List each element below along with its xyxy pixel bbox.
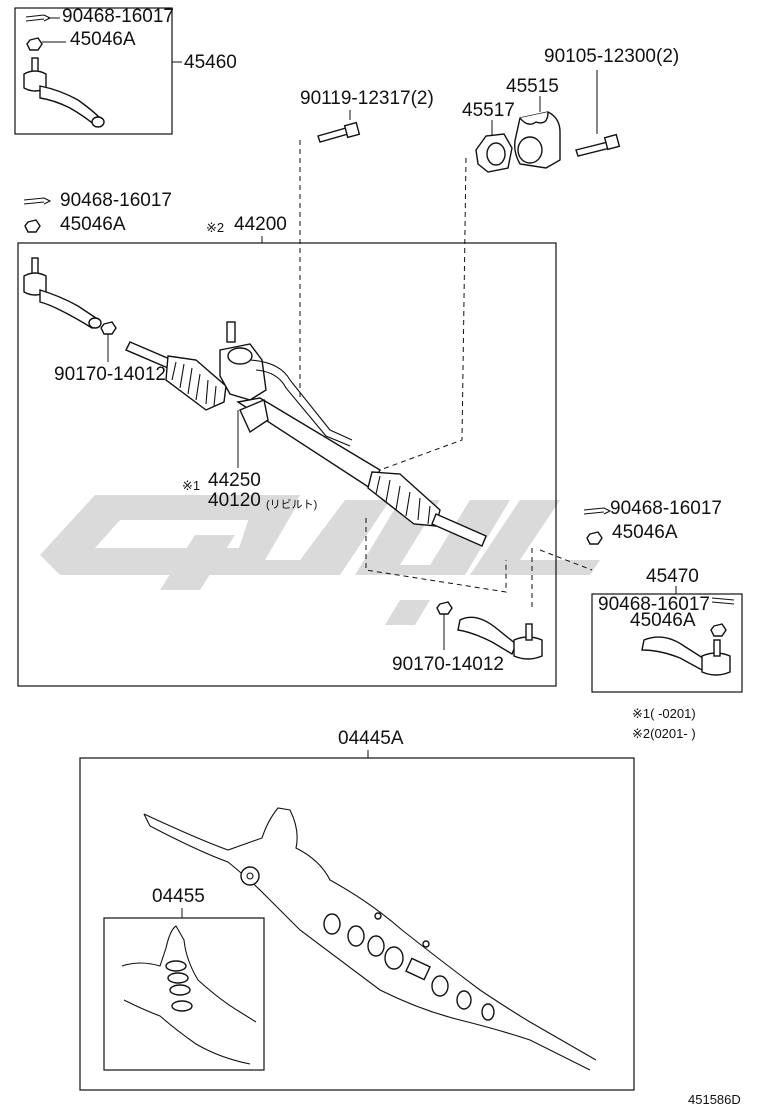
lock-nut-icon: [100, 321, 117, 335]
bolt-icon: [575, 133, 621, 157]
tie-rod-end-icon: [457, 616, 543, 660]
label-45460: 45460: [184, 52, 237, 73]
label-45515: 45515: [506, 76, 559, 97]
label-90105: 90105-12300(2): [544, 46, 679, 67]
note2-text: ※2(0201- ): [632, 726, 696, 741]
note1-text: ※1( -0201): [632, 706, 696, 721]
box-04445a: [79, 757, 635, 1091]
label-40120-suffix: (リビルト): [266, 498, 317, 511]
steering-rack-icon: [125, 321, 487, 547]
label-90468-box: 90468-16017: [598, 594, 710, 615]
note2-mark: ※2: [206, 220, 224, 235]
bracket-icon: [513, 111, 561, 169]
label-44200: 44200: [234, 214, 287, 235]
note1-mark: ※1: [182, 478, 200, 493]
label-90170-left: 90170-14012: [54, 364, 166, 385]
cotter-pin-icon: [23, 197, 52, 205]
grommet-icon: [475, 133, 513, 173]
box-45470: [591, 593, 743, 693]
nut-icon: [586, 531, 603, 545]
label-45046a-top: 45046A: [70, 29, 136, 50]
figure-id: 451586D: [688, 1092, 741, 1107]
label-04445a: 04445A: [338, 728, 404, 749]
nut-icon: [710, 623, 727, 637]
label-45470: 45470: [646, 566, 699, 587]
cotter-pin-icon: [25, 14, 52, 22]
label-90468-left: 90468-16017: [60, 190, 172, 211]
tie-rod-end-icon: [23, 57, 105, 128]
box-44200: [17, 242, 557, 687]
box-45460: [14, 7, 173, 135]
label-40120: 40120: [208, 490, 261, 511]
cotter-pin-icon: [711, 597, 735, 605]
label-90119: 90119-12317(2): [300, 88, 434, 109]
cotter-pin-icon: [583, 507, 612, 515]
label-90170-right: 90170-14012: [392, 654, 504, 675]
seal-kit-icon: [121, 925, 257, 1065]
label-90468-right: 90468-16017: [610, 498, 722, 519]
label-45517: 45517: [462, 100, 515, 121]
rack-housing-kit-icon: [143, 807, 597, 1071]
nut-icon: [26, 37, 43, 51]
nut-icon: [24, 219, 41, 233]
label-45046a-right: 45046A: [612, 522, 678, 543]
lock-nut-icon: [436, 601, 453, 615]
label-90468-top: 90468-16017: [62, 6, 174, 27]
tie-rod-end-icon: [641, 636, 731, 676]
tie-rod-end-icon: [23, 257, 102, 330]
label-45046a-box: 45046A: [630, 610, 696, 631]
label-44250: 44250: [208, 470, 261, 491]
bolt-icon: [317, 121, 361, 143]
watermark-logo: [40, 495, 600, 625]
label-04455: 04455: [152, 886, 205, 907]
label-45046a-left: 45046A: [60, 214, 126, 235]
box-04455: [103, 917, 265, 1071]
